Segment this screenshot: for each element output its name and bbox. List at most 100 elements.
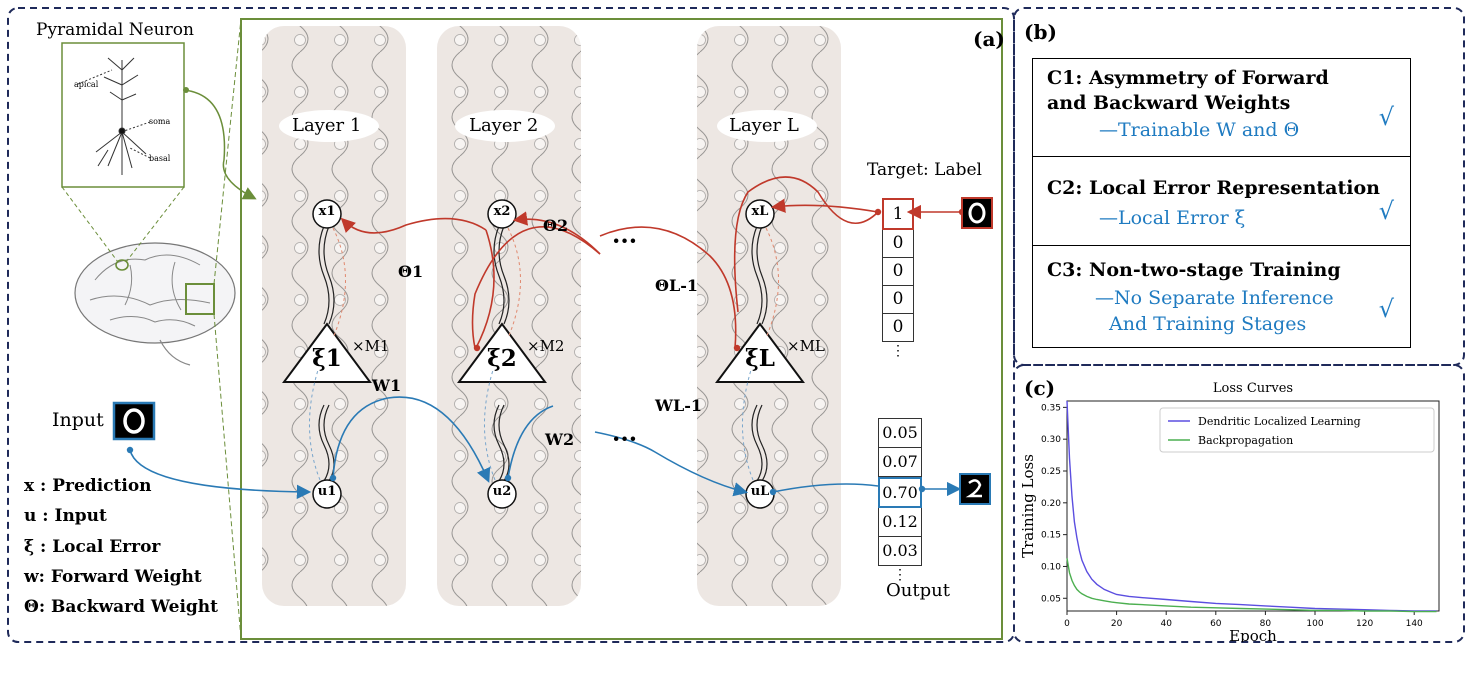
output-digit-image [959,473,991,505]
criterion-description: —Trainable W and Θ [1099,119,1300,141]
output-cell: 0.03 [878,537,922,566]
output-vdots: ⋮ [893,567,907,583]
xi-triangle-L [715,322,805,383]
y-axis-label: Training Loss [1019,454,1037,558]
xi-triangle-2 [457,322,547,383]
y-tick-label: 0.15 [1041,531,1061,541]
multiplier-L: ×ML [787,337,825,355]
x-tick-label: 140 [1406,619,1423,629]
output-cell: 0.05 [878,418,922,448]
pyramidal-neuron-title: Pyramidal Neuron [36,20,194,40]
output-cell-max: 0.70 [878,477,922,508]
y-tick-label: 0.20 [1041,499,1061,509]
panel-c-label: (c) [1024,376,1056,400]
legend-label-0: Dendritic Localized Learning [1198,415,1361,428]
target-cell: 0 [882,230,914,258]
criteria-box: C1: Asymmetry of Forward and Backward We… [1032,58,1411,348]
y-tick-label: 0.10 [1041,562,1061,572]
u2-node: u2 [492,484,512,499]
legend-item-forward-weight: w: Forward Weight [24,567,202,587]
output-cell: 0.12 [878,508,922,537]
output-title: Output [886,580,950,601]
target-vdots: ⋮ [891,343,905,359]
x-tick-label: 60 [1210,619,1222,629]
x1-node: x1 [318,204,336,219]
layer-L-label: Layer L [729,115,799,136]
neuron-image-box [61,42,185,188]
criterion-c2: C2: Local Error Representation —Local Er… [1033,157,1410,246]
apical-label: apical [74,80,99,89]
uL-node: uL [750,484,770,499]
target-cell: 0 [882,314,914,342]
target-cell: 0 [882,258,914,286]
legend-item-prediction: x : Prediction [24,476,152,496]
y-tick-label: 0.05 [1041,594,1061,604]
x2-node: x2 [493,204,511,219]
w-1-label: W1 [372,376,402,395]
xi-2-label: ξ2 [487,345,517,372]
check-icon: √ [1378,103,1394,131]
chart-title: Loss Curves [1213,381,1293,396]
criterion-c1: C1: Asymmetry of Forward and Backward We… [1033,59,1410,157]
criterion-title: C2: Local Error Representation [1047,177,1380,199]
target-cell: 1 [882,198,914,230]
xL-node: xL [751,204,769,219]
y-tick-label: 0.30 [1041,435,1061,445]
criterion-title: C3: Non-two-stage Training [1047,259,1341,281]
theta-2-label: Θ2 [543,216,569,235]
theta-1-label: Θ1 [398,262,424,281]
input-label: Input [52,409,104,431]
x-tick-label: 80 [1260,619,1272,629]
series-line-1 [1066,558,1437,613]
x-tick-label: 0 [1064,619,1070,629]
multiplier-2: ×M2 [527,337,565,355]
criterion-description: —Local Error ξ [1099,207,1246,229]
target-cell: 0 [882,286,914,314]
target-vector: 1 0 0 0 0 ⋮ [882,198,914,360]
legend-item-backward-weight: Θ: Backward Weight [24,597,219,617]
legend-item-local-error: ξ : Local Error [24,537,161,557]
x-tick-label: 120 [1356,619,1373,629]
layers-box [240,18,1003,640]
u1-node: u1 [317,484,337,499]
x-tick-label: 20 [1111,619,1123,629]
xi-L-label: ξL [745,345,775,372]
criterion-title-line2: and Backward Weights [1047,92,1291,114]
panel-a-label: (a) [973,27,1005,51]
check-icon: √ [1378,295,1394,323]
panel-b-frame [1013,7,1465,366]
criterion-description: —No Separate Inference [1095,287,1334,309]
ellipsis-bottom: ··· [612,424,638,453]
target-title: Target: Label [867,160,982,180]
layer-2-label: Layer 2 [469,115,539,136]
x-tick-label: 100 [1306,619,1323,629]
soma-label: soma [149,117,171,126]
x-tick-label: 40 [1160,619,1172,629]
multiplier-1: ×M1 [352,337,390,355]
xi-triangle-1 [282,322,372,383]
check-icon: √ [1378,197,1394,225]
brain-drawing [74,242,236,366]
output-vector: 0.05 0.07 0.70 0.12 0.03 ⋮ [878,418,922,584]
y-tick-label: 0.35 [1041,403,1061,413]
x-axis-label: Epoch [1229,627,1277,642]
panel-b-label: (b) [1024,20,1057,44]
layer-1-label: Layer 1 [292,115,362,136]
basal-label: basal [149,154,171,163]
w-L-1-label: WL-1 [655,396,702,415]
legend-box [1159,407,1435,453]
symbol-legend: x : Prediction u : Input ξ : Local Error… [24,476,244,626]
criterion-description-line2: And Training Stages [1109,313,1307,335]
series-line-0 [1066,400,1437,612]
theta-L-1-label: ΘL-1 [655,276,698,295]
neuron-drawing [77,57,151,175]
plot-area [1066,400,1440,612]
y-tick-label: 0.25 [1041,467,1061,477]
xi-1-label: ξ1 [312,345,342,372]
criterion-c3: C3: Non-two-stage Training —No Separate … [1033,247,1410,347]
legend-item-input: u : Input [24,506,107,526]
legend-label-1: Backpropagation [1198,434,1293,447]
